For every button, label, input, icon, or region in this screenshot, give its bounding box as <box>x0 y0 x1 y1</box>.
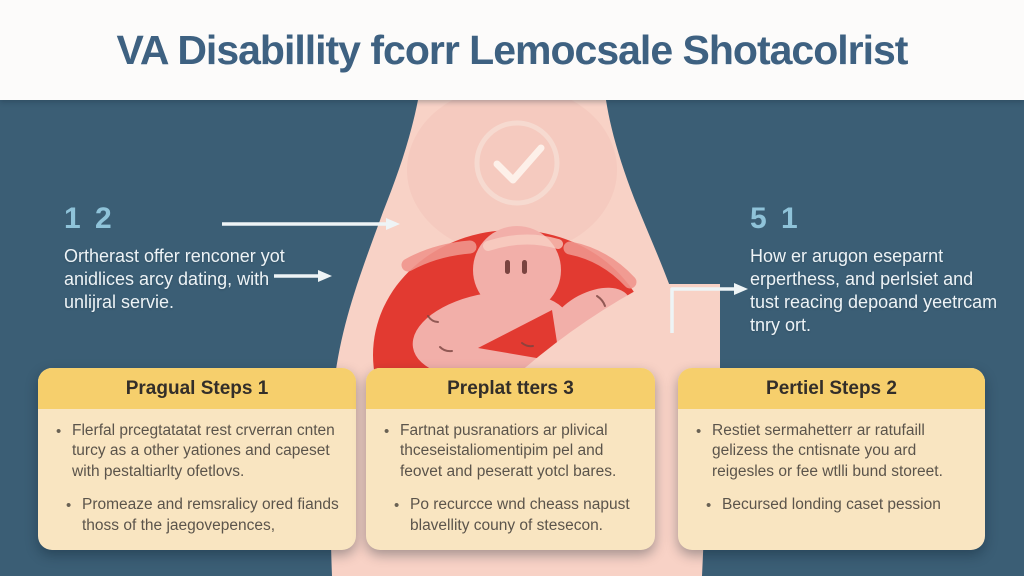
fetus-limb-fold <box>478 310 560 362</box>
step-card-1-bullet-list: •Flerfal prcegtatatat rest crverran cnte… <box>54 421 340 536</box>
left-callout-text: Ortherast offer renconer yot anidlices a… <box>64 246 285 313</box>
checkmark-circle-icon <box>474 120 560 206</box>
left-callout-number: 1 2 <box>64 202 115 235</box>
bullet-dot-icon: • <box>696 423 702 440</box>
step-card-3-title: Pertiel Steps 2 <box>766 377 897 399</box>
step-card-2-body: •Fartnat pusranatiors ar plivical thcese… <box>366 409 655 536</box>
arrow-long-icon <box>222 218 400 230</box>
bullet-dot-icon: • <box>66 497 72 515</box>
step-card-2-title: Preplat tters 3 <box>447 377 574 399</box>
bullet-dot-icon: • <box>384 423 390 440</box>
header-band: VA Disabillity fcorr Lemocsale Shotacolr… <box>0 0 1024 100</box>
womb-highlight-right <box>563 241 637 289</box>
arrow-short-icon <box>274 270 332 282</box>
belly-overlap <box>500 284 720 390</box>
fetus-detail-marks <box>427 295 606 353</box>
bullet-item: • Restiet sermahetterr ar ratufaill geliz… <box>694 421 969 482</box>
step-card-1: Pragual Steps 1 •Flerfal prcegtatatat re… <box>38 368 356 550</box>
step-card-1-body: •Flerfal prcegtatatat rest crverran cnte… <box>38 409 356 536</box>
bullet-text: Restiet sermahetterr ar ratufaill gelize… <box>712 422 943 480</box>
step-card-2-header: Preplat tters 3 <box>366 368 655 409</box>
bullet-text: Becursed londing caset pession <box>722 496 941 514</box>
bullet-text: Po recurcce wnd cheass napust blavellity… <box>410 496 630 534</box>
bullet-dot-icon: • <box>56 423 62 440</box>
bullet-item: • Po recurcce wnd cheass napust blavellit… <box>392 495 639 536</box>
bullet-text: Fartnat pusranatiors ar plivical thcesei… <box>400 422 617 480</box>
bullet-item: • Becursed londing caset pession <box>704 495 969 515</box>
step-card-3-body: •Restiet sermahetterr ar ratufaill geliz… <box>678 409 985 516</box>
bullet-item: • Fartnat pusranatiors ar plivical thcese… <box>382 421 639 482</box>
step-card-1-title: Pragual Steps 1 <box>125 377 269 399</box>
elbow-arrow-icon <box>670 283 748 333</box>
right-callout-text: How er arugon eseparnt erperthess, and p… <box>750 246 998 336</box>
bullet-item: • Promeaze and remsralicy ored fiands tho… <box>64 495 340 536</box>
step-card-3-bullet-list: •Restiet sermahetterr ar ratufaill geliz… <box>694 421 969 516</box>
bullet-dot-icon: • <box>394 497 400 515</box>
step-card-3: Pertiel Steps 2 •Restiet sermahetterr ar… <box>678 368 985 550</box>
bullet-text: Flerfal prcegtatatat rest crverran cnten… <box>72 422 335 480</box>
step-card-3-header: Pertiel Steps 2 <box>678 368 985 409</box>
fetus-eyes <box>505 260 527 274</box>
bullet-item: • Flerfal prcegtatatat rest crverran cnte… <box>54 421 340 482</box>
step-card-2: Preplat tters 3 •Fartnat pusranatiors ar… <box>366 368 655 550</box>
checkmark-icon <box>493 144 545 184</box>
step-card-2-bullet-list: •Fartnat pusranatiors ar plivical thcese… <box>382 421 639 536</box>
bullet-text: Promeaze and remsralicy ored fiands thos… <box>82 496 339 534</box>
page-title: VA Disabillity fcorr Lemocsale Shotacolr… <box>116 26 909 73</box>
step-card-1-header: Pragual Steps 1 <box>38 368 356 409</box>
fetus-head-highlight <box>483 234 563 251</box>
womb-highlight-left <box>401 240 477 272</box>
right-callout: 5 1 How er arugon eseparnt erperthess, a… <box>750 202 1020 337</box>
left-callout: 1 2 Ortherast offer renconer yot anidlic… <box>64 202 339 314</box>
bullet-dot-icon: • <box>706 497 712 515</box>
right-callout-number: 5 1 <box>750 202 801 235</box>
